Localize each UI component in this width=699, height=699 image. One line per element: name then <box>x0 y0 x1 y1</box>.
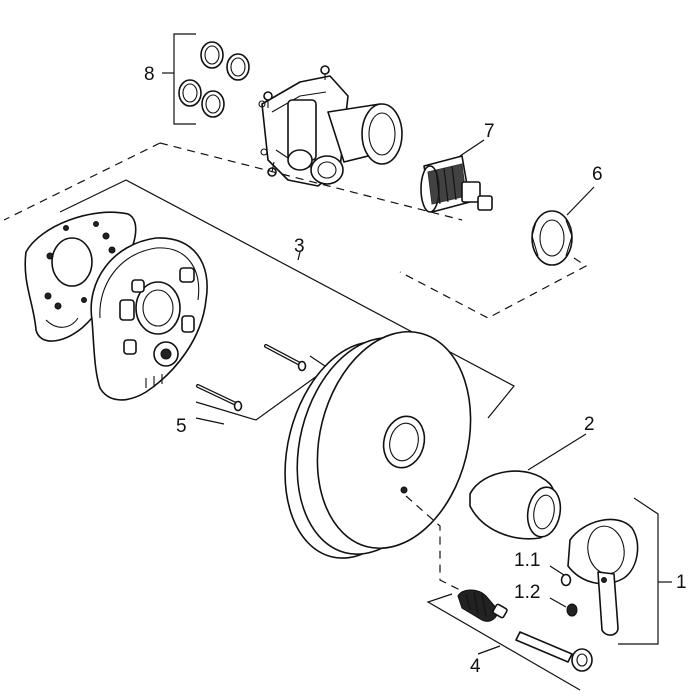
valve-body-icon <box>258 65 403 187</box>
o-ring-set-icon <box>162 33 250 125</box>
diverter-kit-icon <box>457 589 593 672</box>
callout-2: 2 <box>584 414 595 435</box>
sleeve-icon <box>469 470 562 540</box>
callout-1: 1 <box>676 572 687 593</box>
gasket-plate-icon <box>24 211 137 342</box>
callout-1-1: 1.1 <box>514 550 540 571</box>
callout-6: 6 <box>592 164 603 185</box>
callout-8: 8 <box>144 64 155 85</box>
screw-pair-icon <box>196 344 307 412</box>
callout-7: 7 <box>484 121 495 142</box>
set-screw-icon <box>560 573 572 587</box>
callout-4: 4 <box>470 656 481 677</box>
rough-in-group-bracket <box>3 142 161 221</box>
cap-icon <box>566 603 578 617</box>
trim-plate-icon <box>284 330 472 559</box>
callout-3: 3 <box>294 236 305 257</box>
callout-1-2: 1.2 <box>514 582 540 603</box>
cartridge-icon <box>420 155 493 213</box>
lever-handle-icon <box>567 518 639 636</box>
mounting-plate-icon <box>90 237 208 401</box>
callout-5: 5 <box>176 416 187 437</box>
threaded-nut-icon <box>531 210 573 266</box>
